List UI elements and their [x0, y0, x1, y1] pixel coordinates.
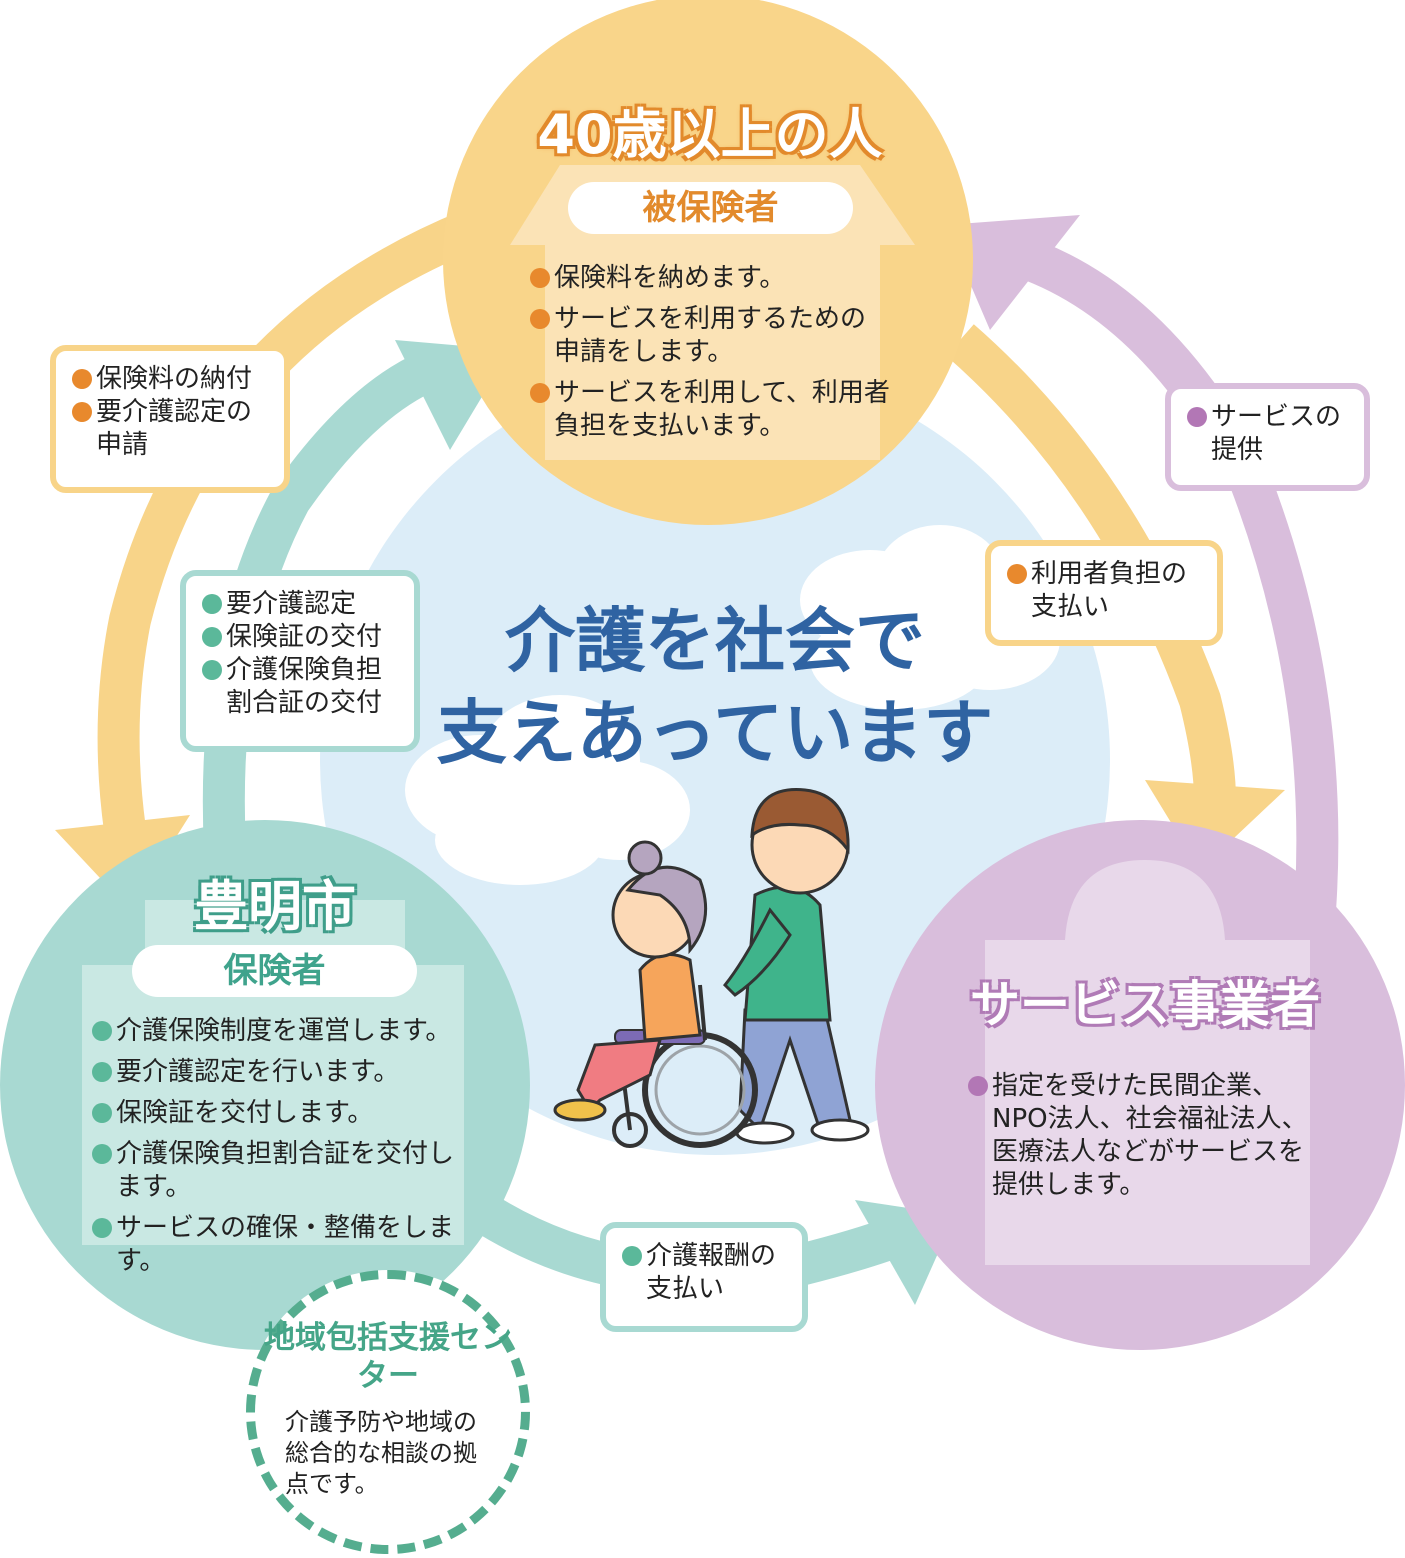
list-item: 保険料の納付 — [72, 363, 268, 396]
city-role-pill: 保険者 — [132, 945, 417, 997]
city-duties: 介護保険制度を運営します。 要介護認定を行います。 保険証を交付します。 介護保… — [92, 1015, 472, 1286]
bullet-icon — [202, 594, 222, 614]
city-panel — [82, 965, 464, 1245]
bullet-icon — [92, 1144, 112, 1164]
bullet-icon — [72, 369, 92, 389]
list-item: 介護保険負担割合証の交付 — [202, 654, 398, 720]
arrow-insured-to-provider-head — [1145, 780, 1285, 870]
list-item: 指定を受けた民間企業、NPO法人、社会福祉法人、医療法人などがサービスを提供しま… — [968, 1070, 1308, 1202]
bullet-icon — [530, 268, 550, 288]
bullet-icon — [530, 309, 550, 329]
list-item: サービスを利用して、利用者負担を支払います。 — [530, 377, 890, 443]
bullet-icon — [92, 1103, 112, 1123]
insured-house-panel — [510, 165, 915, 460]
arrow-provider-to-insured-head — [945, 215, 1080, 330]
list-item: 保険証を交付します。 — [92, 1097, 472, 1130]
list-item: サービスの確保・整備をします。 — [92, 1212, 472, 1278]
list-item: 利用者負担の支払い — [1007, 558, 1201, 624]
bullet-icon — [202, 660, 222, 680]
support-center-description: 介護予防や地域の総合的な相談の拠点です。 — [285, 1408, 477, 1498]
flow-city-to-provider-box: 介護報酬の支払い — [600, 1222, 808, 1332]
caregiver-illustration — [553, 788, 870, 1148]
flow-city-to-insured-box: 要介護認定 保険証の交付 介護保険負担割合証の交付 — [180, 570, 420, 752]
support-center-title: 地域包括支援センター — [264, 1320, 512, 1394]
center-heading: 介護を社会で 支えあっています — [420, 595, 1010, 779]
insured-role-pill: 被保険者 — [568, 182, 853, 234]
list-item: 要介護認定を行います。 — [92, 1056, 472, 1089]
city-title: 豊明市 — [194, 875, 356, 938]
provider-house-panel — [985, 860, 1310, 1265]
center-heading-line2: 支えあっています — [436, 692, 994, 774]
insured-title: 40歳以上の人 — [537, 103, 883, 166]
support-center-circle: 地域包括支援センター 介護予防や地域の総合的な相談の拠点です。 — [246, 1270, 530, 1554]
arrow-insured-to-city — [97, 210, 478, 833]
list-item: 要介護認定 — [202, 588, 398, 621]
bullet-icon — [92, 1218, 112, 1238]
bullet-icon — [1007, 564, 1027, 584]
list-item: 介護保険制度を運営します。 — [92, 1015, 472, 1048]
list-item: サービスを利用するための申請をします。 — [530, 303, 890, 369]
center-heading-line1: 介護を社会で — [505, 600, 925, 682]
flow-provider-to-insured-box: サービスの提供 — [1165, 383, 1370, 491]
bullet-icon — [622, 1246, 642, 1266]
list-item: 保険料を納めます。 — [530, 262, 890, 295]
provider-title: サービス事業者 — [970, 976, 1320, 1034]
cloud-left — [405, 695, 690, 885]
bullet-icon — [92, 1062, 112, 1082]
bullet-icon — [202, 627, 222, 647]
provider-duties: 指定を受けた民間企業、NPO法人、社会福祉法人、医療法人などがサービスを提供しま… — [968, 1070, 1308, 1210]
bullet-icon — [92, 1021, 112, 1041]
bullet-icon — [1187, 407, 1207, 427]
bullet-icon — [72, 402, 92, 422]
list-item: 保険証の交付 — [202, 621, 398, 654]
flow-insured-to-provider-box: 利用者負担の支払い — [985, 540, 1223, 646]
list-item: サービスの提供 — [1187, 401, 1348, 467]
list-item: 介護保険負担割合証を交付します。 — [92, 1138, 472, 1204]
list-item: 介護報酬の支払い — [622, 1240, 786, 1306]
flow-insured-to-city-box: 保険料の納付 要介護認定の申請 — [50, 345, 290, 493]
bullet-icon — [530, 383, 550, 403]
insured-duties: 保険料を納めます。 サービスを利用するための申請をします。 サービスを利用して、… — [530, 262, 890, 451]
list-item: 要介護認定の申請 — [72, 396, 268, 462]
bullet-icon — [968, 1076, 988, 1096]
